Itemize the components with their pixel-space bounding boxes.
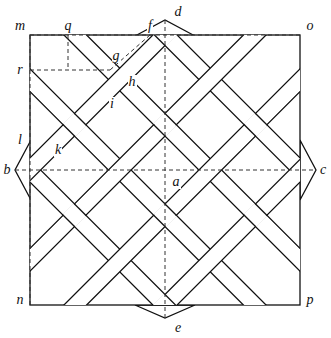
band-edge: [74, 204, 85, 215]
point-letter: d: [174, 5, 183, 19]
point-letter: n: [16, 293, 25, 307]
point-letter: b: [3, 163, 12, 177]
band: [0, 0, 289, 294]
band: [41, 0, 331, 294]
point-letter: k: [54, 143, 62, 157]
point-letter: q: [64, 19, 73, 33]
band-edge: [74, 113, 85, 124]
dashed-line: [30, 70, 110, 71]
dashed-line: [110, 35, 150, 70]
point-letter: r: [16, 63, 23, 77]
band-edge: [165, 113, 176, 124]
point-letter: l: [17, 133, 23, 147]
band: [86, 0, 331, 249]
point-letter: e: [174, 321, 182, 335]
dashed-line: [165, 20, 166, 318]
band-edge: [154, 125, 165, 136]
band-over: [63, 204, 86, 227]
band: [86, 91, 331, 338]
band-edge: [165, 294, 176, 305]
band-edge: [256, 204, 267, 215]
point-letter: g: [112, 49, 121, 63]
band: [0, 91, 244, 338]
construction-lines: [15, 20, 316, 318]
band-over: [244, 204, 267, 227]
band-edge: [63, 125, 74, 136]
point-letter: f: [147, 19, 153, 33]
band-edge: [154, 215, 165, 226]
band-edge: [154, 34, 165, 45]
band: [0, 0, 244, 249]
point-letter: c: [319, 163, 327, 177]
band-edge: [63, 215, 74, 226]
band-edge: [256, 113, 267, 124]
point-letter: m: [14, 19, 26, 33]
band-edge: [154, 306, 165, 317]
point-letter: h: [128, 75, 137, 89]
band-edge: [165, 204, 176, 215]
point-letter: a: [172, 175, 181, 189]
dashed-line: [68, 35, 69, 70]
point-letter: p: [306, 293, 315, 307]
band-edge: [244, 215, 255, 226]
point-letter: o: [306, 19, 315, 33]
band-over: [63, 113, 86, 136]
outline-frame: [15, 20, 316, 318]
band-over: [153, 294, 176, 317]
point-letter: i: [109, 97, 115, 111]
band-over: [244, 113, 267, 136]
band-edge: [244, 125, 255, 136]
band-edge: [165, 23, 176, 34]
